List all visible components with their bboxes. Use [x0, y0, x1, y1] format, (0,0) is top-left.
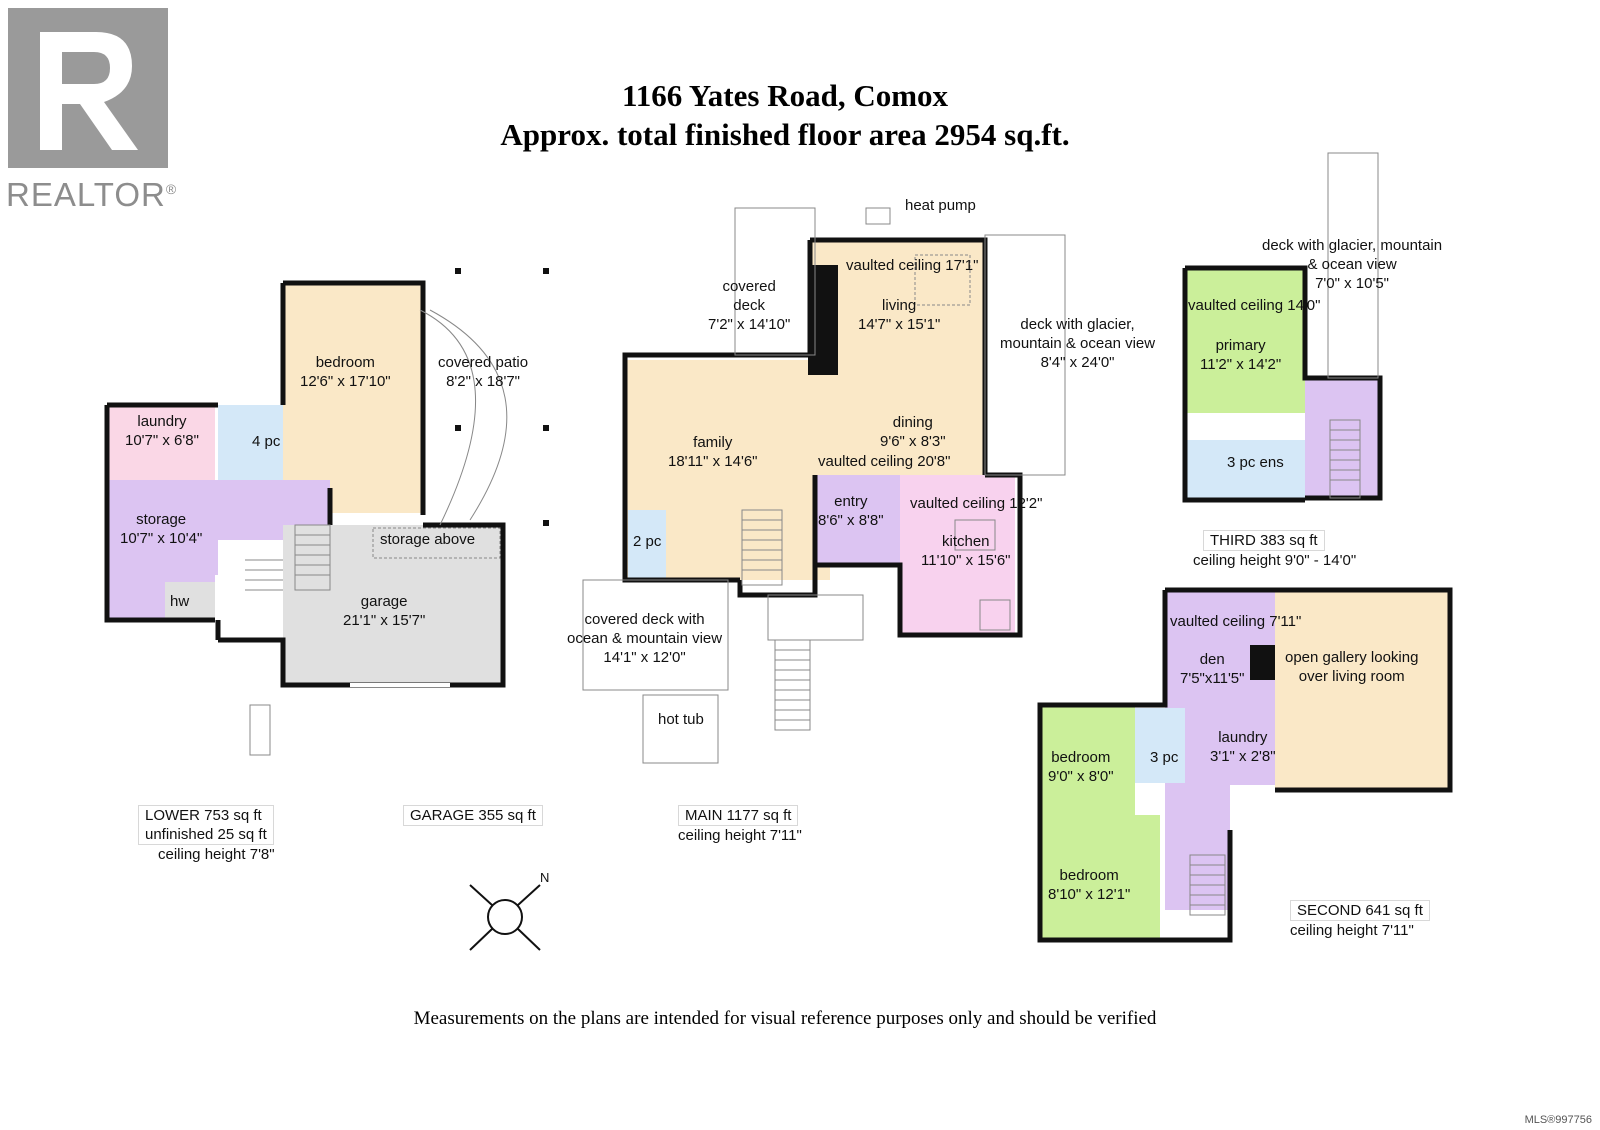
- room-2pc: [628, 510, 666, 580]
- label-hot-tub: hot tub: [658, 711, 704, 728]
- realtor-logo: [8, 8, 168, 168]
- room-hall-second: [1165, 785, 1230, 910]
- room-primary: [1185, 268, 1305, 413]
- label-4pc: 4 pc: [252, 433, 281, 450]
- room-garage: [283, 525, 503, 685]
- area-garage: GARAGE 355 sq ft: [403, 805, 543, 826]
- room-hall-third: [1305, 378, 1380, 498]
- label-2pc: 2 pc: [633, 533, 662, 550]
- main-floor-plan: [582, 207, 1066, 764]
- area-third: THIRD 383 sq ft ceiling height 9'0" - 14…: [1193, 530, 1357, 569]
- room-kitchen: [900, 475, 1015, 635]
- room-3pc: [1135, 708, 1185, 783]
- lower-floor-plan: [104, 268, 549, 756]
- room-hw: [165, 582, 215, 620]
- area-main: MAIN 1177 sq ft ceiling height 7'11": [678, 805, 802, 844]
- third-floor-plan: [1182, 152, 1383, 503]
- room-ensuite: [1185, 440, 1305, 500]
- label-storage-above: storage above: [380, 531, 476, 548]
- label-kitchen-vault: vaulted ceiling 12'2": [910, 495, 1043, 512]
- room-laundry-lower: [107, 405, 215, 480]
- room-bedroom-lower: [283, 283, 423, 513]
- room-living: [810, 240, 985, 400]
- plan-title-area: Approx. total finished floor area 2954 s…: [500, 117, 1070, 152]
- compass-rose: [469, 884, 541, 951]
- room-gallery: [1275, 590, 1450, 790]
- room-bedroom-b: [1040, 815, 1160, 940]
- area-second: SECOND 641 sq ft ceiling height 7'11": [1290, 900, 1430, 940]
- label-dining-vault: vaulted ceiling 20'8": [818, 453, 951, 470]
- compass-north-label: N: [540, 870, 550, 885]
- mls-number: MLS®997756: [1524, 1114, 1592, 1126]
- label-living-vault: vaulted ceiling 17'1": [846, 257, 979, 274]
- label-3pc-ens: 3 pc ens: [1227, 454, 1284, 471]
- plan-title-address: 1166 Yates Road, Comox: [621, 78, 949, 113]
- room-dining: [830, 400, 985, 475]
- label-den-vault: vaulted ceiling 7'11": [1170, 613, 1302, 630]
- room-bath-4pc: [218, 405, 283, 480]
- label-3pc: 3 pc: [1150, 749, 1179, 766]
- realtor-logo-wordmark: REALTOR®: [6, 176, 178, 213]
- disclaimer: Measurements on the plans are intended f…: [413, 1008, 1157, 1029]
- second-floor-plan: [1037, 587, 1453, 943]
- label-hw: hw: [170, 593, 190, 610]
- label-heat-pump: heat pump: [905, 197, 976, 214]
- room-bedroom-a: [1040, 705, 1135, 815]
- room-entry: [815, 475, 900, 565]
- label-primary-vault: vaulted ceiling 14'0": [1188, 297, 1321, 314]
